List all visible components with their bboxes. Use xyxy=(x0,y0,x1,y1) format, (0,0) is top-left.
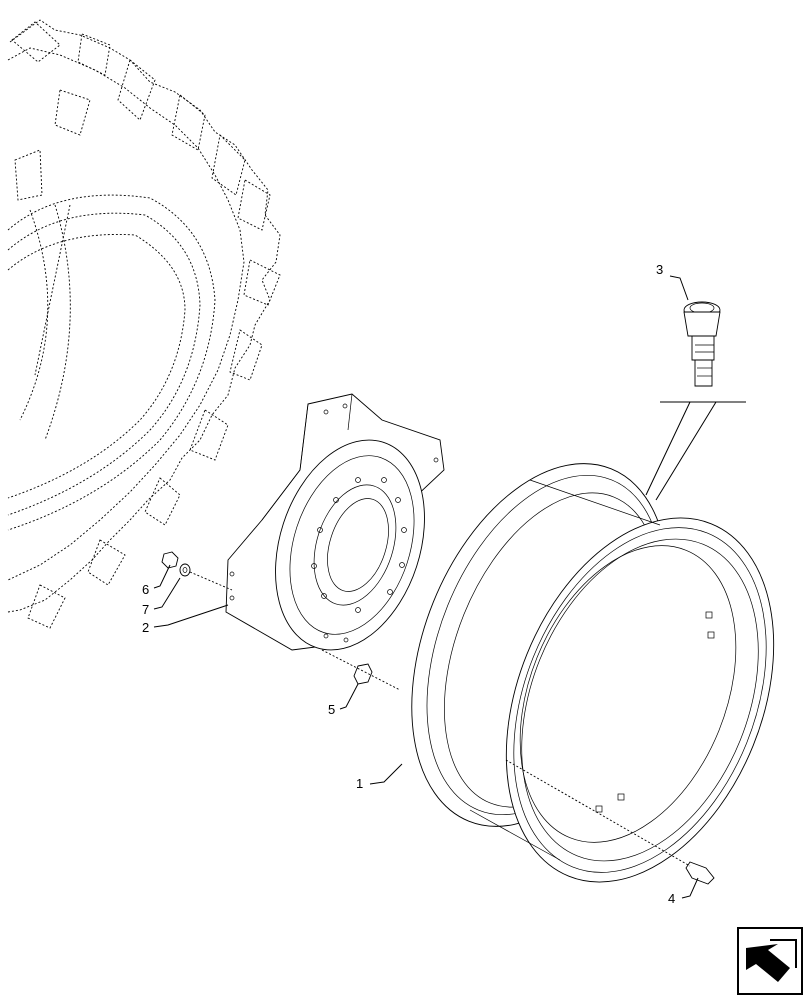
callout-7: 7 xyxy=(142,602,149,617)
callout-2: 2 xyxy=(142,620,149,635)
disc-bolt-holes xyxy=(311,477,407,613)
bolt xyxy=(505,759,715,885)
arrow-back-icon[interactable] xyxy=(737,927,803,995)
washer-7 xyxy=(179,563,233,591)
nut-6 xyxy=(161,551,179,569)
callout-4: 4 xyxy=(668,891,675,906)
wheel-rim xyxy=(411,463,775,883)
callout-3: 3 xyxy=(656,262,663,277)
callout-6: 6 xyxy=(142,582,149,597)
valve-detail-pointer xyxy=(645,401,746,501)
callout-1: 1 xyxy=(356,776,363,791)
wheel-disc xyxy=(225,393,445,651)
tire-phantom xyxy=(7,19,281,629)
nut-5 xyxy=(321,649,401,691)
leader-lines xyxy=(153,275,699,899)
callout-5: 5 xyxy=(328,702,335,717)
tire-valve xyxy=(683,301,721,387)
